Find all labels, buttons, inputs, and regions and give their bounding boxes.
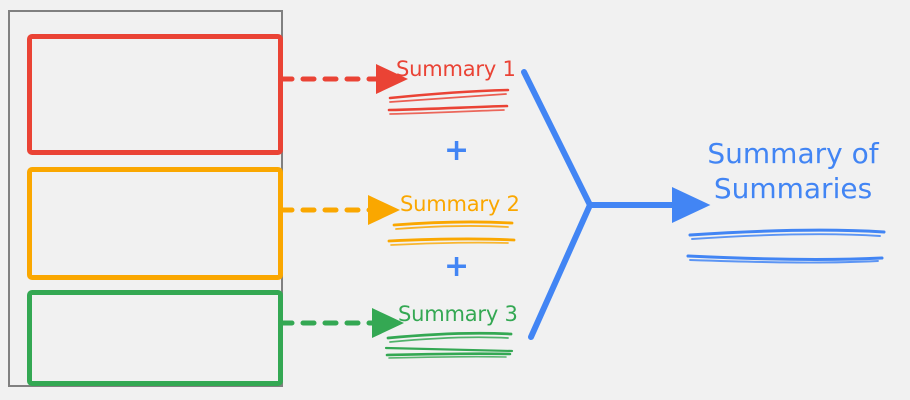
final-summary-line-1: Summary of [707, 137, 879, 170]
merge-arrow [521, 69, 593, 340]
plus-operator-2: + [444, 249, 470, 284]
document-box-green[interactable] [27, 290, 283, 386]
source-documents-container [8, 10, 283, 387]
plus-operator-1: + [444, 133, 470, 168]
summary-2-squiggles [387, 220, 516, 246]
summary-1-squiggles [387, 88, 510, 115]
document-box-orange[interactable] [27, 167, 283, 280]
final-summary-title: Summary of Summaries [690, 136, 896, 206]
final-squiggles [686, 228, 886, 264]
summary-3-label: Summary 3 [398, 302, 518, 326]
summary-2-label: Summary 2 [400, 192, 520, 216]
document-box-red[interactable] [27, 34, 283, 155]
summary-3-squiggles [384, 331, 514, 359]
final-summary-line-2: Summaries [713, 172, 873, 205]
summary-1-label: Summary 1 [396, 57, 516, 81]
